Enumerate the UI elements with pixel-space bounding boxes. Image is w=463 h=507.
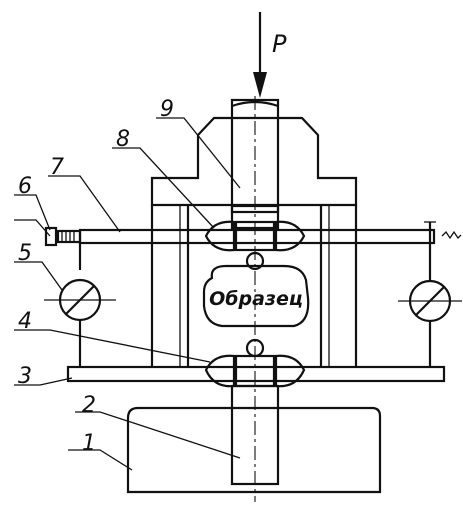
label-4: 4: [18, 309, 32, 334]
right-dial-indicator: [398, 221, 462, 367]
load-label: P: [272, 30, 287, 58]
upper-crossbar: [78, 228, 436, 245]
label-3: 3: [18, 364, 32, 389]
label-1: 1: [82, 431, 96, 456]
base: [126, 406, 382, 494]
lower-crossbar: [66, 365, 446, 383]
upper-housing: [150, 116, 358, 207]
label-5: 5: [18, 241, 32, 266]
label-8: 8: [116, 127, 130, 152]
specimen: [202, 264, 310, 328]
housing-walls: [150, 205, 358, 368]
label-7: 7: [50, 155, 64, 180]
specimen-label: Образец: [209, 288, 303, 310]
label-2: 2: [82, 393, 96, 418]
left-dial-indicator: [44, 243, 116, 367]
load-arrow: [253, 12, 267, 98]
label-6: 6: [18, 174, 32, 199]
leader-lines: [14, 117, 241, 471]
label-9: 9: [160, 97, 174, 122]
left-screw: [44, 226, 82, 247]
